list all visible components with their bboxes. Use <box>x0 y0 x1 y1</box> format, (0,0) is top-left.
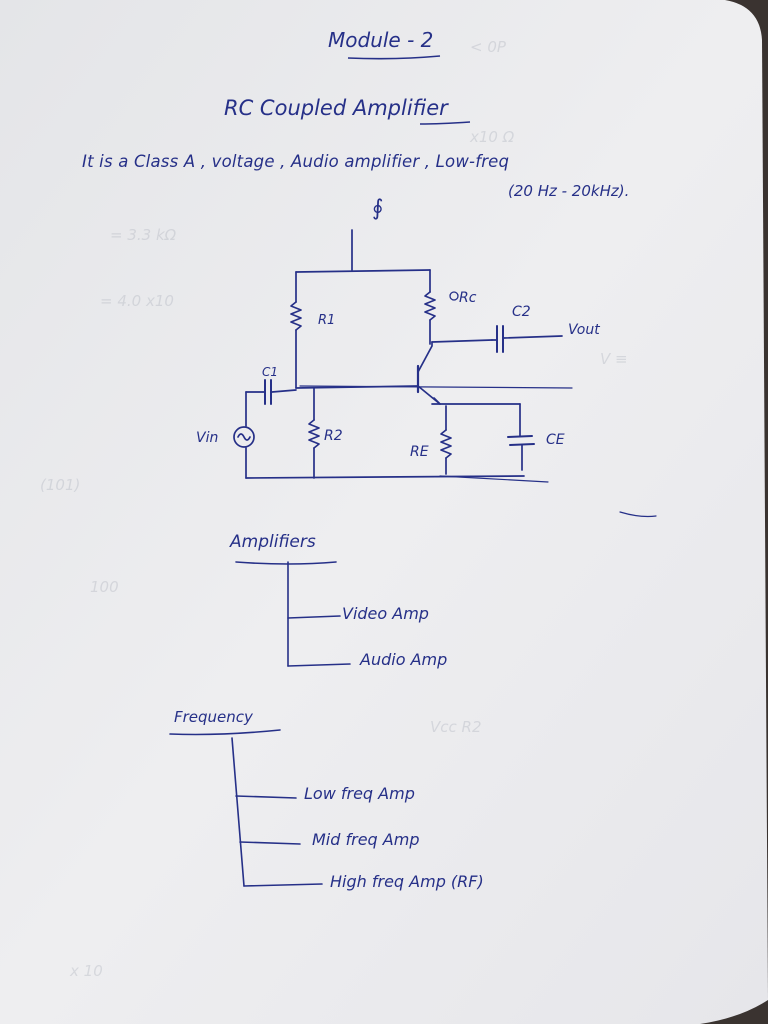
ground-rail <box>245 475 525 479</box>
ce-label: CE <box>546 432 565 448</box>
page-title: RC Coupled Amplifier <box>224 96 448 120</box>
re-label: RE <box>410 444 429 460</box>
amplifiers-heading: Amplifiers <box>230 532 316 552</box>
bleed-through-mark: 100 <box>90 578 119 596</box>
margin-mark: ∮ <box>372 196 384 221</box>
r2-label: R2 <box>324 428 343 444</box>
module-heading: Module - 2 <box>328 28 434 52</box>
rc-label: Rc <box>459 290 477 306</box>
vin-label: Vin <box>196 430 218 446</box>
overdrawn-line <box>299 385 573 389</box>
intro-line-1: It is a Class A , voltage , Audio amplif… <box>82 152 510 171</box>
tree-item-audio-amp: Audio Amp <box>360 650 448 669</box>
tree-item-high-freq: High freq Amp (RF) <box>330 872 484 891</box>
bleed-through-mark: Vcc R2 <box>430 718 482 736</box>
bleed-through-mark: V ≡ <box>600 350 628 368</box>
c1-label: C1 <box>262 365 278 379</box>
r1-resistor <box>290 301 302 331</box>
re-resistor <box>440 429 452 459</box>
top-rail <box>295 269 431 273</box>
vout-label: Vout <box>568 322 600 338</box>
r2-resistor <box>308 419 320 449</box>
tree-item-video-amp: Video Amp <box>342 604 429 623</box>
transistor-collector <box>417 341 433 373</box>
frequency-heading: Frequency <box>174 708 253 726</box>
rc-resistor <box>424 291 436 321</box>
tree-item-mid-freq: Mid freq Amp <box>312 830 420 849</box>
intro-line-2: (20 Hz - 20kHz). <box>508 182 630 200</box>
bleed-through-mark: x 10 <box>70 962 103 980</box>
bleed-through-mark: x10 Ω <box>470 128 515 146</box>
bleed-through-mark: = 3.3 kΩ <box>110 226 177 244</box>
c2-label: C2 <box>512 304 531 320</box>
bleed-through-mark: = 4.0 x10 <box>100 292 174 310</box>
bleed-through-mark: < 0P <box>470 38 506 56</box>
vin-source <box>233 426 255 448</box>
tree-item-low-freq: Low freq Amp <box>304 784 415 803</box>
bleed-through-mark: (101) <box>40 476 81 494</box>
c1-capacitor <box>264 379 272 405</box>
c2-capacitor <box>496 325 504 353</box>
r1-label: R1 <box>318 313 335 328</box>
